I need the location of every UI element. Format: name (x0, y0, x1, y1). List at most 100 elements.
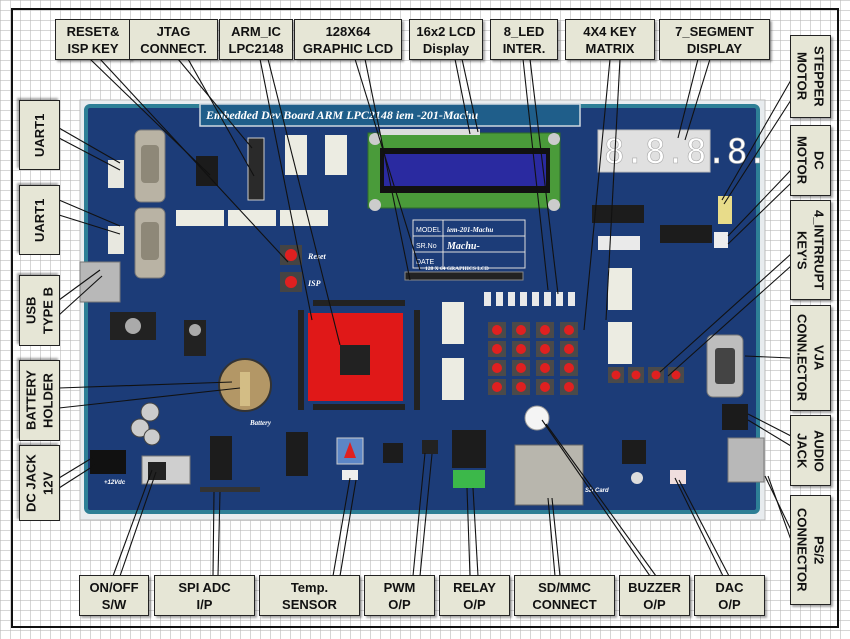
label-sd-mmc-connector: SD/MMC CONNECT (514, 575, 615, 616)
connector-p1 (176, 210, 224, 226)
connector-p12 (442, 302, 464, 344)
max232-ic (196, 156, 218, 186)
lcd-pin-header (380, 129, 480, 135)
label-battery-holder: BATTERY HOLDER (19, 360, 60, 441)
keypad-key (488, 379, 506, 395)
label-spi-adc: SPI ADC I/P (154, 575, 255, 616)
buzzer (524, 405, 550, 431)
relay-terminal-block (453, 470, 485, 488)
seven-segment-display (597, 129, 711, 173)
label-buzzer-output: BUZZER O/P (619, 575, 690, 616)
dac-trimpot (631, 472, 643, 484)
svg-text:+12Vdc: +12Vdc (104, 480, 126, 486)
connector-p9 (598, 236, 640, 250)
ic-u20 (286, 432, 308, 476)
label-jtag-connector: JTAG CONNECT. (129, 19, 218, 60)
keypad-key (560, 341, 578, 357)
keypad-key (536, 379, 554, 395)
model-table (412, 219, 526, 269)
svg-text:128 X 64 GRAPHICS LCD: 128 X 64 GRAPHICS LCD (425, 266, 489, 272)
keypad-key (488, 341, 506, 357)
label-uart1-a: UART1 (19, 100, 60, 170)
diagram-frame (11, 8, 839, 628)
svg-text:iem-201-Machu: iem-201-Machu (447, 226, 493, 234)
interrupt-key (648, 367, 664, 383)
led (532, 292, 539, 306)
led (520, 292, 527, 306)
keypad-key (536, 341, 554, 357)
led (508, 292, 515, 306)
label-arm-ic: ARM_IC LPC2148 (219, 19, 293, 60)
interrupt-key (628, 367, 644, 383)
svg-text:DATE: DATE (416, 259, 434, 266)
keypad-key (512, 379, 530, 395)
keypad-key (560, 379, 578, 395)
label-usb-type-b: USB TYPE B (19, 275, 60, 346)
label-uart1-b: UART1 (19, 185, 60, 255)
keypad-key (536, 360, 554, 376)
keypad-key (512, 360, 530, 376)
dac-output-connector (670, 470, 686, 484)
sd-card-slot (514, 444, 584, 506)
ps2-connector (727, 437, 765, 483)
label-stepper-motor: STEPPER MOTOR (790, 35, 831, 118)
led (568, 292, 575, 306)
dc-jack (90, 450, 126, 474)
keypad-key (560, 360, 578, 376)
svg-text:SD Card: SD Card (585, 488, 609, 494)
uln-ic-1 (592, 205, 644, 223)
svg-text:MODEL: MODEL (416, 227, 441, 234)
led (496, 292, 503, 306)
keypad-key (512, 341, 530, 357)
connector-j-a (285, 135, 307, 175)
usb-type-b-port (79, 261, 121, 303)
label-16x2-lcd: 16x2 LCD Display (409, 19, 483, 60)
label-temp-sensor: Temp. SENSOR (259, 575, 360, 616)
svg-text:Machu-: Machu- (446, 241, 480, 252)
svg-text:SR.No: SR.No (416, 243, 437, 250)
stepper-connector (718, 196, 732, 224)
connector-p2 (228, 210, 276, 226)
svg-text:Battery: Battery (249, 419, 272, 427)
interrupt-keys (608, 367, 684, 383)
label-dc-motor: DC MOTOR (790, 125, 831, 196)
label-audio-jack: AUDIO JACK (790, 415, 831, 486)
label-interrupt-keys: 4_INTRRUPT KEY'S (790, 200, 831, 300)
keypad-key (512, 322, 530, 338)
svg-text:Reset: Reset (307, 252, 327, 261)
interrupt-key (668, 367, 684, 383)
spi-adc-ic (210, 436, 232, 480)
label-ps2-connector: PS/2 CONNECTOR (790, 495, 831, 605)
label-dc-jack: DC JACK 12V (19, 445, 60, 521)
led-row (484, 292, 575, 306)
relay (452, 430, 486, 468)
uart-header-1 (108, 160, 124, 188)
glcd-header (404, 271, 524, 281)
keypad-4x4 (488, 322, 578, 395)
connector-p13 (608, 268, 632, 310)
lcd-16x2-screen (384, 154, 546, 186)
lpc2148-chip (340, 345, 370, 375)
svg-text:ISP: ISP (307, 279, 321, 288)
label-onoff-switch: ON/OFF S/W (79, 575, 149, 616)
dac-ic (622, 440, 646, 464)
led (556, 292, 563, 306)
label-7-segment-display: 7_SEGMENT DISPLAY (659, 19, 770, 60)
label-vga-connector: VJA CONN.ECTOR (790, 305, 831, 411)
keypad-key (560, 322, 578, 338)
connector-j-b (325, 135, 347, 175)
label-dac-output: DAC O/P (694, 575, 765, 616)
spi-adc-header (200, 487, 260, 492)
connector-p6 (442, 358, 464, 400)
led (484, 292, 491, 306)
label-8-led: 8_LED INTER. (490, 19, 558, 60)
label-graphic-lcd: 128X64 GRAPHIC LCD (294, 19, 402, 60)
label-relay-output: RELAY O/P (439, 575, 510, 616)
ic-u11 (383, 443, 403, 463)
keypad-key (488, 322, 506, 338)
pwm-header (422, 440, 438, 454)
title-band (199, 103, 581, 127)
interrupt-key (608, 367, 624, 383)
